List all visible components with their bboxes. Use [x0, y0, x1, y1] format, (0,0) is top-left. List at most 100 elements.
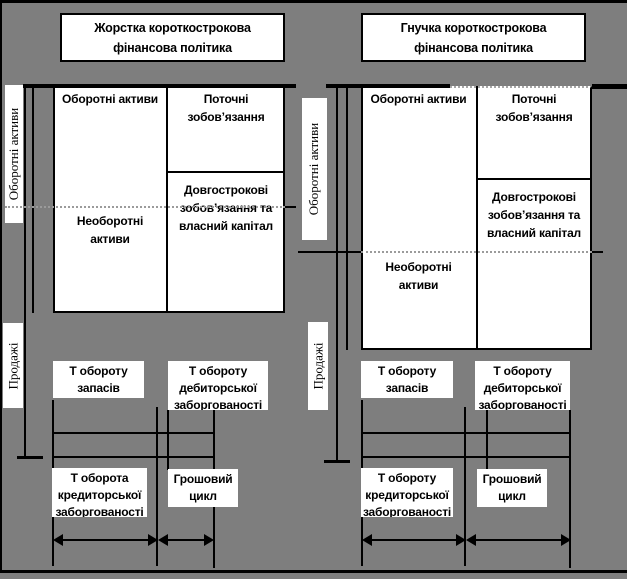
- rigid-timeline-lower-rail: [53, 456, 215, 458]
- rigid-x-axis-label: Продажі: [5, 342, 20, 389]
- flexible-cash-cycle-box: Грошовий цикл: [477, 469, 547, 507]
- arrow-right-head-icon: [148, 534, 158, 546]
- flexible-top-right-segment: [592, 84, 627, 89]
- rigid-current-liabilities-label: Поточні зобов’язання: [168, 90, 284, 126]
- arrow-right-head-icon: [204, 534, 214, 546]
- flexible-long-term-label: Довгострокові зобов’язання та власний ка…: [478, 188, 590, 242]
- flexible-assets-level-right-segment: [592, 251, 603, 253]
- rigid-long-term-line1: Довгострокові: [184, 183, 268, 197]
- flexible-timeline-receivables-start-line: [486, 410, 488, 470]
- flexible-timeline-mid-line: [464, 407, 466, 566]
- flexible-cash-cycle-line1: Грошовий: [482, 472, 542, 486]
- flexible-x-axis-label-box: Продажі: [308, 322, 328, 410]
- flexible-balance-vertical-divider: [476, 86, 478, 350]
- flexible-current-assets-label: Оборотні активи: [370, 92, 467, 106]
- flexible-inventory-period-box: Т обороту запасів: [361, 361, 453, 398]
- rigid-cash-cycle-box: Грошовий цикл: [168, 469, 238, 507]
- frame-bottom: [0, 570, 627, 573]
- rigid-timeline-upper-rail: [53, 432, 215, 434]
- arrow-shaft: [58, 539, 153, 541]
- arrow-right-head-icon: [561, 534, 571, 546]
- rigid-long-term-line2: зобов’язання та: [179, 201, 273, 215]
- flexible-payables-span-arrow: [362, 534, 466, 546]
- rigid-non-current-line1: Необоротні: [76, 214, 144, 228]
- rigid-receivables-line1: Т обороту: [188, 364, 248, 378]
- flexible-top-axis-line: [326, 84, 450, 88]
- flexible-x-axis-label: Продажі: [310, 342, 325, 390]
- rigid-assets-axis: [32, 86, 34, 313]
- flexible-liabilities-divider: [476, 178, 592, 180]
- rigid-timeline-receivables-start-line: [167, 410, 169, 470]
- arrow-shaft: [163, 539, 209, 541]
- rigid-top-axis-line: [23, 84, 296, 88]
- rigid-current-liabilities-line1: Поточні: [203, 92, 249, 106]
- flexible-long-term-line1: Довгострокові: [492, 190, 576, 204]
- flexible-long-term-line3: власний капітал: [487, 226, 581, 240]
- rigid-liabilities-divider: [166, 171, 285, 173]
- rigid-cash-cycle-line2: цикл: [189, 489, 217, 503]
- flexible-non-current-line2: активи: [398, 278, 439, 292]
- rigid-sales-axis-tick: [17, 456, 43, 459]
- flexible-payables-line1: Т обороту: [377, 471, 437, 485]
- rigid-non-current-assets-label: Необоротні активи: [55, 212, 165, 248]
- flexible-timeline-lower-rail: [362, 456, 571, 458]
- flexible-y-axis-label-box: Оборотні активи: [302, 98, 327, 240]
- rigid-sales-axis: [24, 86, 26, 458]
- arrow-shaft: [471, 539, 566, 541]
- flexible-assets-axis: [346, 86, 348, 350]
- frame-left: [0, 0, 2, 573]
- rigid-inventory-period-box: Т обороту запасів: [53, 361, 144, 398]
- flexible-assets-level-left-segment: [298, 251, 361, 253]
- rigid-y-axis-label-box: Оборотні активи: [5, 85, 23, 223]
- flexible-receivables-line3: заборгованості: [478, 398, 567, 410]
- rigid-cash-cycle-line1: Грошовий: [173, 472, 233, 486]
- flexible-non-current-assets-label: Необоротні активи: [363, 258, 474, 294]
- arrow-right-head-icon: [456, 534, 466, 546]
- rigid-inventory-line2: запасів: [77, 381, 120, 395]
- flexible-payables-line3: заборгованості: [362, 505, 452, 517]
- rigid-current-liabilities-line2: зобов’язання: [187, 110, 265, 124]
- rigid-x-axis-label-box: Продажі: [3, 323, 23, 408]
- flexible-cash-cycle-line2: цикл: [498, 489, 526, 503]
- arrow-shaft: [367, 539, 461, 541]
- rigid-receivables-line2: дебиторської: [179, 381, 257, 395]
- flexible-current-liabilities-line2: зобов’язання: [495, 110, 573, 124]
- flexible-non-current-line1: Необоротні: [385, 260, 452, 274]
- rigid-y-axis-label: Оборотні активи: [6, 107, 22, 201]
- flexible-sales-axis-tick: [324, 460, 350, 463]
- rigid-timeline-mid-line: [156, 407, 158, 566]
- flexible-inventory-line1: Т обороту: [377, 364, 437, 378]
- rigid-payables-line2: кредиторської: [57, 488, 142, 502]
- rigid-long-term-label: Довгострокові зобов’язання та власний ка…: [168, 181, 284, 235]
- flexible-current-liabilities-line1: Поточні: [511, 92, 557, 106]
- frame-top: [0, 0, 627, 3]
- rigid-payables-line3: заборгованості: [55, 505, 144, 517]
- rigid-balance-vertical-divider: [166, 86, 168, 313]
- rigid-title-line2: фінансова політика: [113, 40, 232, 55]
- flexible-title-box: Гнучка короткострокова фінансова політик…: [361, 13, 586, 62]
- rigid-inventory-line1: Т обороту: [69, 364, 128, 378]
- rigid-payables-span-arrow: [53, 534, 158, 546]
- flexible-payables-period-box: Т обороту кредиторської заборгованості: [361, 468, 453, 517]
- rigid-cash-cycle-span-arrow: [158, 534, 214, 546]
- flexible-payables-line2: кредиторської: [365, 488, 449, 502]
- flexible-receivables-line1: Т обороту: [493, 364, 552, 378]
- flexible-current-liabilities-label: Поточні зобов’язання: [478, 90, 590, 126]
- rigid-payables-line1: Т оборота: [70, 471, 129, 485]
- flexible-timeline-end-line: [569, 410, 571, 568]
- flexible-assets-level-dotted-line: [361, 251, 592, 253]
- rigid-title-line1: Жорстка короткострокова: [94, 20, 251, 35]
- rigid-non-current-line2: активи: [90, 232, 130, 246]
- rigid-receivables-period-box: Т обороту дебиторської заборгованості: [168, 361, 268, 410]
- flexible-long-term-line2: зобов’язання та: [487, 208, 581, 222]
- flexible-receivables-period-box: Т обороту дебиторської заборгованості: [475, 361, 570, 410]
- flexible-inventory-line2: запасів: [385, 381, 429, 395]
- flexible-cash-cycle-span-arrow: [466, 534, 571, 546]
- flexible-title-line1: Гнучка короткострокова: [400, 20, 547, 35]
- flexible-sales-axis: [336, 86, 338, 462]
- flexible-title-line2: фінансова політика: [414, 40, 533, 55]
- flexible-receivables-line2: дебиторської: [483, 381, 562, 395]
- rigid-current-assets-label: Оборотні активи: [62, 92, 158, 106]
- rigid-receivables-line3: заборгованості: [173, 398, 263, 410]
